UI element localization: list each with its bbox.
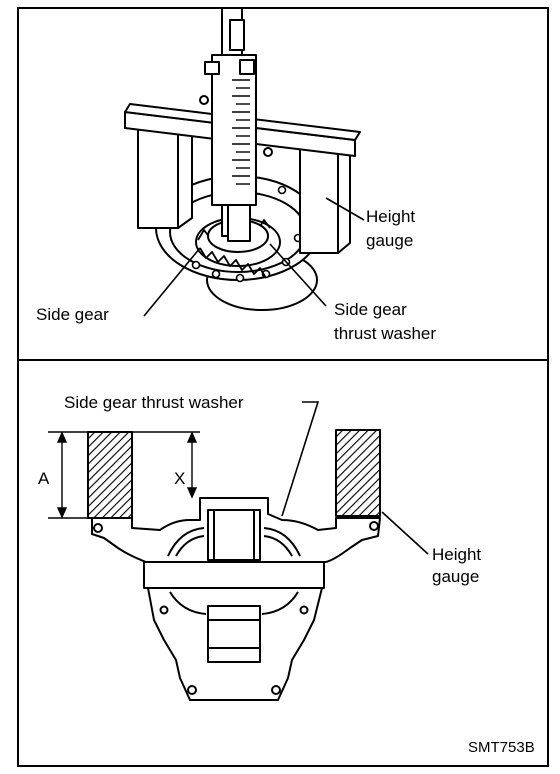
side-gear-teeth-lower — [199, 247, 267, 279]
bottom-illustration — [87, 429, 381, 701]
gauge-block-right — [335, 429, 381, 517]
gauge-scale-ticks — [232, 79, 250, 185]
diff-case-band — [143, 561, 325, 589]
top-side-gear-label: Side gear — [36, 305, 109, 324]
dim-a-label: A — [38, 469, 50, 488]
top-illustration — [124, 7, 361, 311]
pinion-upper — [207, 509, 261, 561]
gauge-slider — [211, 54, 257, 206]
pinion-lower — [207, 605, 261, 663]
gauge-block-left — [87, 431, 133, 519]
bottom-leaders — [281, 401, 429, 555]
top-height-gauge-label-2: gauge — [366, 231, 413, 250]
bottom-height-gauge-label-2: gauge — [432, 567, 479, 586]
bottom-height-gauge-label: Height — [432, 545, 481, 564]
gauge-foot-right — [299, 147, 339, 254]
gauge-foot-left — [137, 127, 179, 229]
top-leaders — [143, 197, 365, 317]
figure-code: SMT753B — [468, 739, 535, 756]
top-thrust-washer-label: Side gear — [334, 300, 407, 319]
bottom-thrust-washer-label: Side gear thrust washer — [64, 393, 244, 412]
dim-x-label: X — [174, 469, 185, 488]
figure-frame — [17, 7, 549, 767]
dimension-lines — [48, 431, 200, 519]
top-height-gauge-label: Height — [366, 207, 415, 226]
top-thrust-washer-label-2: thrust washer — [334, 324, 436, 343]
